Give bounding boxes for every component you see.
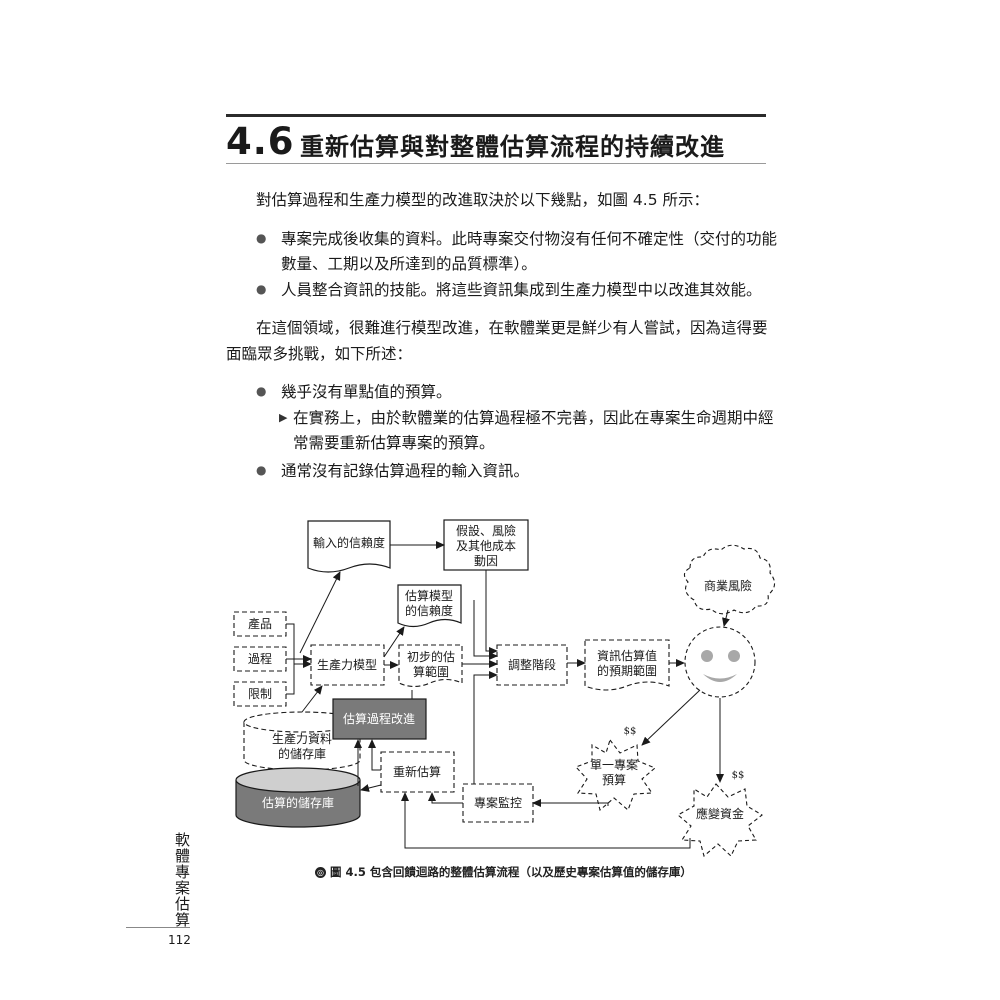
- contingency-fund-star: 應變資金: [677, 783, 763, 857]
- constraints-box: 限制: [233, 681, 287, 707]
- input-confidence-label: 輸入的信賴度: [313, 535, 385, 550]
- productivity-model-box: 生產力模型: [310, 644, 385, 686]
- single-budget-label-1: 單一專案: [590, 757, 638, 772]
- model-confidence-label-2: 的信賴度: [405, 603, 453, 618]
- book-title-vertical: 軟體專案估算: [173, 832, 191, 928]
- page-number-rule: [126, 927, 190, 928]
- sub-bullet-line-2: 常需要重新估算專案的預算。: [293, 434, 495, 452]
- paragraph-2-line-1: 在這個領域，很難進行模型改進，在軟體業更是鮮少有人嘗試，因為這得要: [256, 319, 768, 337]
- re-estimation-label: 重新估算: [393, 764, 441, 779]
- process-label: 過程: [248, 651, 272, 666]
- contingency-label: 應變資金: [696, 806, 744, 821]
- initial-range-label-1: 初步的估: [407, 649, 455, 664]
- bullet-dot-icon: ●: [256, 384, 267, 398]
- initial-range-label-2: 算範圍: [413, 664, 449, 679]
- project-monitoring-label: 專案監控: [474, 795, 522, 810]
- bullet-2-line-1: 人員整合資訊的技能。將這些資訊集成到生產力模型中以改進其效能。: [281, 281, 762, 299]
- initial-range-document: 初步的估 算範圍: [398, 644, 463, 688]
- figure-caption: ◎ 圖 4.5 包含回饋迴路的整體估算流程（以及歷史專案估算值的儲存庫）: [315, 864, 692, 880]
- figure-caption-icon: ◎: [315, 867, 326, 878]
- dollar-sign-label-2: $$: [732, 770, 745, 781]
- constraints-label: 限制: [248, 687, 272, 701]
- product-box: 產品: [233, 611, 287, 637]
- assumptions-box: 假設、風險 及其他成本 動因: [443, 519, 529, 571]
- productivity-repo-label-2: 的儲存庫: [278, 746, 326, 761]
- single-budget-star: 單一專案 預算: [575, 738, 657, 811]
- sub-bullet-line-1: 在實務上，由於軟體業的估算過程極不完善，因此在專案生命週期中經: [293, 409, 774, 427]
- adjustment-phase-box: 調整階段: [496, 644, 568, 686]
- model-confidence-document: 估算模型 的信賴度: [397, 584, 462, 628]
- productivity-data-repository: 生產力資料 的儲存庫: [243, 711, 361, 771]
- bullet-dot-icon: ●: [256, 231, 267, 245]
- intro-paragraph: 對估算過程和生產力模型的改進取決於以下幾點，如圖 4.5 所示：: [256, 191, 710, 209]
- model-confidence-label-1: 估算模型: [405, 588, 453, 603]
- assumptions-label-1: 假設、風險: [456, 523, 516, 538]
- bullet-dot-icon: ●: [256, 463, 267, 477]
- figure-label: 圖 4.5: [330, 865, 366, 879]
- page-number: 112: [168, 933, 191, 947]
- business-risk-label: 商業風險: [704, 578, 752, 593]
- business-risk-cloud: 商業風險: [683, 544, 776, 615]
- process-improvement-box: 估算過程改進: [332, 698, 427, 740]
- estimates-repository: 估算的儲存庫: [235, 767, 361, 828]
- section-number: 4.6: [226, 120, 295, 163]
- adjustment-phase-label: 調整階段: [508, 657, 556, 672]
- diagram-connectors: [286, 541, 730, 849]
- smiley-face-icon: [684, 626, 756, 698]
- bullet-dot-icon: ●: [256, 282, 267, 296]
- productivity-model-label: 生產力模型: [317, 657, 377, 672]
- assumptions-label-3: 動因: [474, 554, 498, 568]
- process-box: 過程: [233, 646, 287, 672]
- bullet-4-line-1: 通常沒有記錄估算過程的輸入資訊。: [281, 462, 530, 480]
- header-rule-top: [226, 114, 766, 117]
- dollar-sign-label-1: $$: [624, 726, 637, 737]
- figure-caption-text: 包含回饋迴路的整體估算流程（以及歷史專案估算值的儲存庫）: [369, 865, 692, 879]
- expected-range-document: 資訊估算值 的預期範圍: [584, 639, 670, 691]
- bullet-3-line-1: 幾乎沒有單點值的預算。: [281, 383, 452, 401]
- estimates-repo-label: 估算的儲存庫: [262, 795, 334, 810]
- project-monitoring-box: 專案監控: [462, 783, 534, 823]
- productivity-repo-label-1: 生產力資料: [272, 731, 332, 746]
- product-label: 產品: [248, 616, 272, 631]
- bullet-1-line-2: 數量、工期以及所達到的品質標準）。: [281, 255, 537, 273]
- header-rule-bottom: [226, 163, 766, 164]
- sub-bullet-triangle-icon: ▶: [279, 411, 288, 424]
- expected-range-label-1: 資訊估算值: [597, 648, 657, 663]
- assumptions-label-2: 及其他成本: [456, 539, 516, 553]
- single-budget-label-2: 預算: [602, 772, 626, 787]
- input-confidence-document: 輸入的信賴度: [307, 520, 391, 573]
- process-improvement-label: 估算過程改進: [343, 711, 415, 726]
- paragraph-2-line-2: 面臨眾多挑戰，如下所述：: [226, 345, 413, 363]
- bullet-1-line-1: 專案完成後收集的資料。此時專案交付物沒有任何不確定性（交付的功能: [281, 230, 778, 248]
- re-estimation-box: 重新估算: [380, 751, 455, 793]
- section-title: 重新估算與對整體估算流程的持續改進: [300, 133, 725, 161]
- expected-range-label-2: 的預期範圍: [597, 663, 657, 678]
